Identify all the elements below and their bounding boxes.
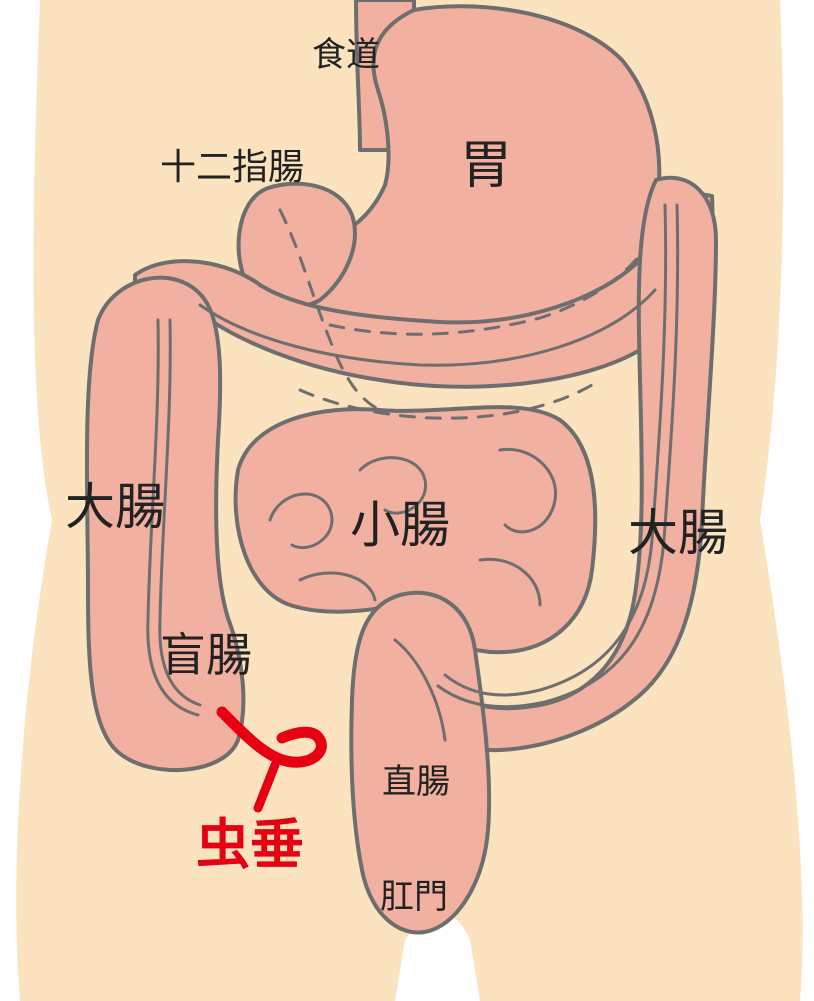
label-rectum: 直腸 xyxy=(382,765,450,799)
label-esophagus: 食道 xyxy=(312,38,380,72)
label-appendix: 虫垂 xyxy=(196,818,304,872)
label-anus: 肛門 xyxy=(380,880,448,914)
label-stomach: 胃 xyxy=(460,140,512,192)
label-small-intestine: 小腸 xyxy=(350,500,450,550)
label-large-intestine-left: 大腸 xyxy=(65,482,165,532)
label-cecum: 盲腸 xyxy=(160,632,252,678)
label-large-intestine-right: 大腸 xyxy=(628,508,728,558)
label-duodenum: 十二指腸 xyxy=(160,150,304,186)
